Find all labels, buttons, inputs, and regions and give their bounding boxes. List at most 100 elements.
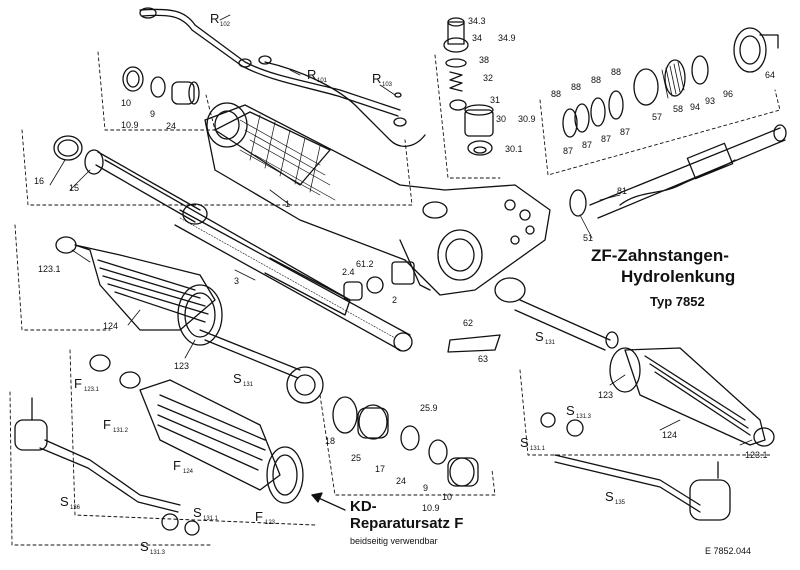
- nuts-small: [343, 261, 415, 301]
- kit-line-3: beidseitig verwendbar: [350, 536, 438, 546]
- tie-rod-end-left: [14, 397, 200, 536]
- label-2-4: 2.4: [342, 267, 355, 277]
- group-frames: [9, 51, 781, 546]
- label-123-1-right: 123.1: [745, 450, 768, 460]
- bellows-left: [55, 236, 223, 346]
- label-s131-left: S: [233, 371, 242, 386]
- label-30: 30: [496, 114, 507, 124]
- label-18: 18: [325, 436, 336, 446]
- label-63: 63: [478, 354, 489, 364]
- label-64: 64: [765, 70, 776, 80]
- label-88-b: 88: [571, 82, 582, 92]
- label-2: 2: [392, 295, 398, 305]
- label-10: 10: [121, 98, 132, 108]
- valve-parts: [443, 17, 494, 156]
- seal-set-top: [122, 66, 200, 105]
- label-81: 81: [617, 186, 628, 196]
- drawing-number: E 7852.044: [705, 546, 752, 556]
- label-24: 24: [166, 121, 177, 131]
- label-s131-1-left: S: [193, 505, 202, 520]
- label-1: 1: [285, 199, 291, 209]
- label-s131-3-right-sub: 131.3: [576, 414, 592, 420]
- part-62-63: [447, 334, 501, 353]
- label-24-bottom: 24: [396, 476, 407, 486]
- label-38: 38: [479, 55, 490, 65]
- label-r103: R: [372, 71, 382, 86]
- label-17: 17: [375, 464, 386, 474]
- label-87-c: 87: [601, 134, 612, 144]
- tie-rod-right: [494, 277, 619, 351]
- label-34-9: 34.9: [498, 33, 516, 43]
- label-9-bottom: 9: [423, 483, 429, 493]
- label-124-right: 124: [662, 430, 678, 440]
- label-88-d: 88: [611, 67, 622, 77]
- label-f124-sub: 124: [183, 469, 194, 475]
- label-96: 96: [723, 89, 734, 99]
- leader-lines: [49, 14, 753, 446]
- label-88-a: 88: [551, 89, 562, 99]
- tie-rod-end-right: [540, 412, 731, 521]
- steering-housing: [204, 102, 551, 296]
- label-s131-right: S: [535, 329, 544, 344]
- label-r101-sub: 101: [317, 78, 328, 84]
- label-10-bottom: 10: [442, 492, 453, 502]
- rack-and-tube: [53, 135, 413, 352]
- label-32: 32: [483, 73, 494, 83]
- label-34-3: 34.3: [468, 16, 486, 26]
- label-62: 62: [463, 318, 474, 328]
- title-line-2: Hydrolenkung: [621, 267, 736, 286]
- title-line-1: ZF-Zahnstangen-: [591, 246, 729, 265]
- label-30-1: 30.1: [505, 144, 523, 154]
- rack-teeth: [179, 217, 396, 339]
- label-16: 16: [34, 176, 45, 186]
- tie-rod-left: [199, 329, 324, 404]
- label-s131-right-sub: 131: [545, 340, 556, 346]
- label-94: 94: [690, 102, 701, 112]
- label-f131-2: F: [103, 417, 111, 432]
- kit-line-1: KD-: [350, 498, 377, 515]
- title-line-3: Typ 7852: [650, 294, 705, 309]
- label-s131-1-left-sub: 131.1: [203, 516, 219, 522]
- label-s135: S: [605, 489, 614, 504]
- label-61-2: 61.2: [356, 259, 374, 269]
- label-87-d: 87: [620, 127, 631, 137]
- label-r103-sub: 103: [382, 82, 393, 88]
- label-10-9: 10.9: [121, 120, 139, 130]
- label-25: 25: [351, 453, 362, 463]
- label-s131-3-right: S: [566, 403, 575, 418]
- bellows-kit: [89, 354, 304, 504]
- label-s131-3-left-sub: 131.3: [150, 550, 166, 556]
- label-31: 31: [490, 95, 501, 105]
- label-s131-1-right-sub: 131.1: [530, 446, 546, 452]
- label-r102: R: [210, 11, 220, 26]
- label-124: 124: [103, 321, 119, 331]
- label-9: 9: [150, 109, 156, 119]
- label-s131-3-left: S: [140, 539, 149, 554]
- kit-arrow: [311, 492, 346, 511]
- label-34: 34: [472, 33, 483, 43]
- seal-set-bottom: [332, 396, 479, 487]
- label-57: 57: [652, 112, 663, 122]
- housing-hatch: [239, 114, 336, 201]
- label-87-a: 87: [563, 146, 574, 156]
- label-s131-left-sub: 131: [243, 382, 254, 388]
- label-f123-1-sub: 123.1: [84, 387, 100, 393]
- label-123-1: 123.1: [38, 264, 61, 274]
- pinion-shaft: [569, 124, 787, 219]
- label-58: 58: [673, 104, 684, 114]
- label-s131-1-right: S: [520, 435, 529, 450]
- label-r102-sub: 102: [220, 22, 231, 28]
- label-93: 93: [705, 96, 716, 106]
- label-25-9: 25.9: [420, 403, 438, 413]
- pipes: [139, 7, 426, 147]
- bearing-hatch: [661, 61, 685, 99]
- label-123: 123: [174, 361, 190, 371]
- label-s135-sub: 135: [615, 500, 626, 506]
- label-51: 51: [583, 233, 594, 243]
- label-f131-2-sub: 131.2: [113, 428, 129, 434]
- label-f124: F: [173, 458, 181, 473]
- bearing-rings: [562, 27, 779, 138]
- bellows-right: [609, 347, 775, 447]
